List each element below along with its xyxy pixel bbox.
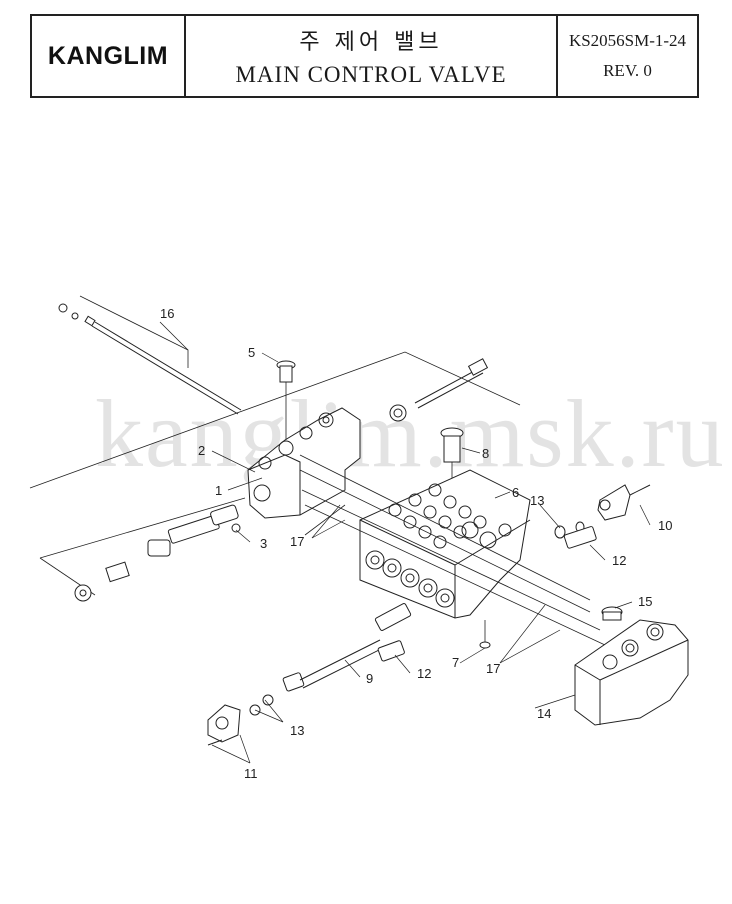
- callout-16: 16: [160, 306, 174, 321]
- title-cell: 주 제어 밸브 MAIN CONTROL VALVE: [186, 16, 558, 96]
- upper-spool: [389, 358, 489, 422]
- callout-12-lower: 12: [417, 666, 431, 681]
- document-number: KS2056SM-1-24: [568, 31, 687, 50]
- callout-labels: 16 5 2 1 3 8 6 13 10 12 17 15 7 17 12 9 …: [160, 306, 672, 781]
- plug-8: [440, 427, 464, 488]
- callout-13-right: 13: [530, 493, 544, 508]
- watermark: kanglim.msk.ru: [95, 380, 726, 487]
- callout-12-right: 12: [612, 553, 626, 568]
- callout-5: 5: [248, 345, 255, 360]
- plug-7: [479, 620, 491, 649]
- kanglim-logo: KANGLIM: [47, 41, 169, 70]
- callout-1: 1: [215, 483, 222, 498]
- callout-17-left: 17: [290, 534, 304, 549]
- relief-spool-assembly: [74, 504, 241, 602]
- tie-rod: [58, 303, 242, 415]
- callout-17-right: 17: [486, 661, 500, 676]
- callout-15: 15: [638, 594, 652, 609]
- title-english: MAIN CONTROL VALVE: [235, 62, 507, 87]
- callout-2: 2: [198, 443, 205, 458]
- callout-leaders: [211, 352, 651, 764]
- title-korean: 주 제어 밸브: [299, 30, 443, 55]
- callout-11: 11: [244, 766, 258, 781]
- outlet-cover-body: [574, 606, 689, 726]
- callout-13-lower: 13: [290, 723, 304, 738]
- tie-bolt-lines: [299, 454, 606, 646]
- callout-9: 9: [366, 671, 373, 686]
- logo-cell: KANGLIM: [32, 16, 186, 96]
- valve-section-stack: [359, 469, 531, 619]
- document-cell: KS2056SM-1-24 REV. 0: [558, 16, 697, 96]
- callout-7: 7: [452, 655, 459, 670]
- revision-label: REV. 0: [603, 61, 652, 80]
- callout-14: 14: [537, 706, 551, 721]
- callout-10: 10: [658, 518, 672, 533]
- plug-5: [276, 360, 296, 440]
- lower-spool: [282, 603, 412, 692]
- right-fittings: [554, 484, 651, 549]
- callout-8: 8: [482, 446, 489, 461]
- title-block: KANGLIM 주 제어 밸브 MAIN CONTROL VALVE KS205…: [30, 14, 699, 98]
- end-cover-11: [207, 694, 274, 746]
- callout-6: 6: [512, 485, 519, 500]
- callout-3: 3: [260, 536, 267, 551]
- inlet-cover-body: [247, 407, 361, 519]
